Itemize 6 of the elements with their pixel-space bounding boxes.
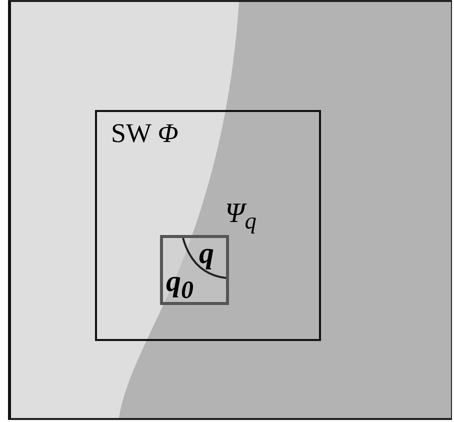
box-title: SW Φ <box>111 120 178 147</box>
variable-label: q$_{0}$ <box>166 267 194 303</box>
region-box <box>95 110 321 341</box>
variable-label: q <box>199 239 214 269</box>
variable-label: Ψ$_{q}$ <box>225 200 256 234</box>
frame-box <box>8 0 452 420</box>
